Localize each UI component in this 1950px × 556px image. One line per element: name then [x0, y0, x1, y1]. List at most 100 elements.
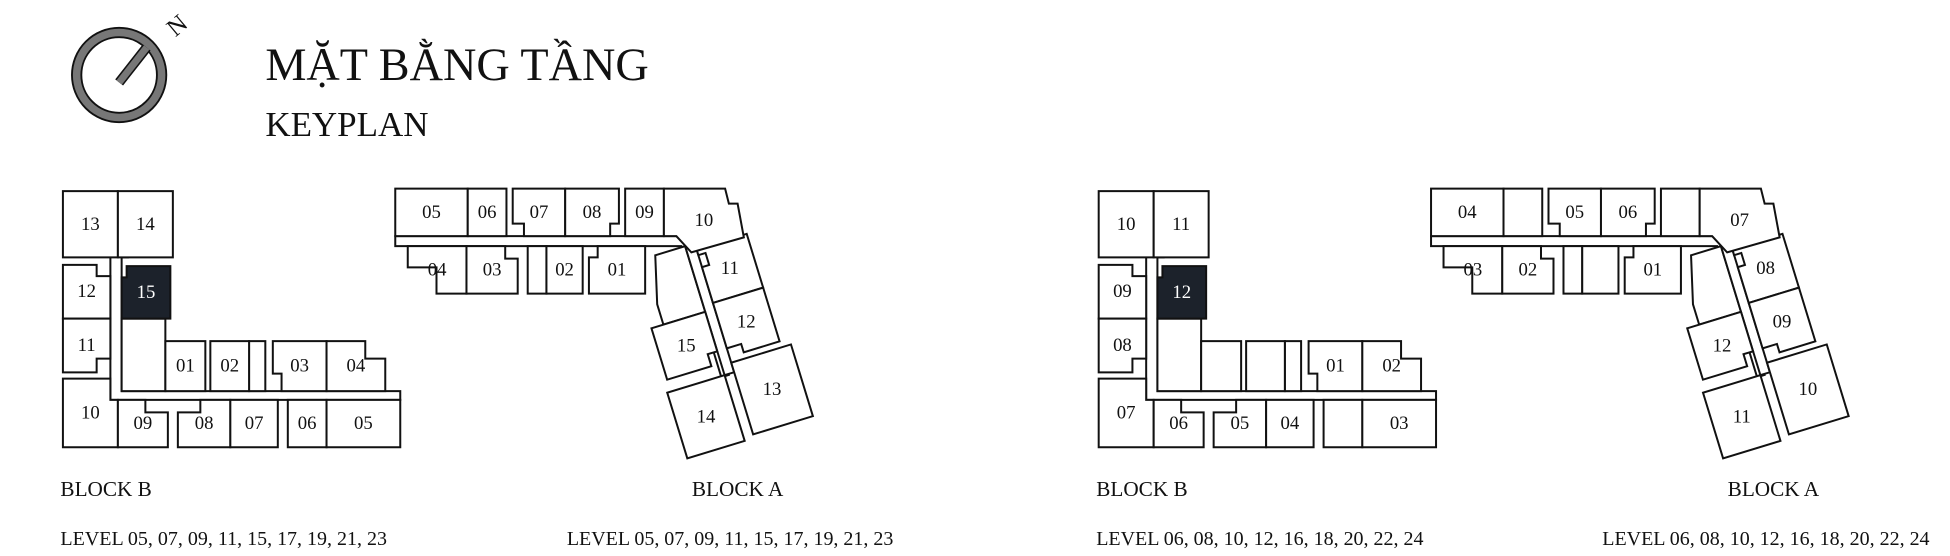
unit-label: 11	[78, 335, 96, 356]
unit-label: 03	[1464, 259, 1483, 280]
unit-label: 10	[81, 402, 100, 423]
unit-a-11[interactable]	[1701, 373, 1782, 460]
unit-label: 07	[1730, 210, 1749, 231]
unit-label: 13	[81, 214, 100, 235]
unit-label: 02	[555, 259, 574, 280]
unit-label: 02	[220, 356, 239, 377]
unit-a-14[interactable]	[665, 373, 746, 460]
unit-label: 11	[1733, 406, 1751, 427]
block-a-levels: LEVEL 06, 08, 10, 12, 16, 18, 20, 22, 24	[1602, 528, 1929, 550]
unit-label: 02	[1519, 259, 1538, 280]
unit-a-10[interactable]	[1765, 343, 1850, 436]
unit-label: 10	[695, 210, 714, 231]
unit-label: 15	[677, 335, 696, 356]
unit-b-blank[interactable]	[1200, 340, 1243, 393]
block-a-label: BLOCK A	[1728, 477, 1820, 501]
unit-b-12[interactable]	[1156, 265, 1208, 320]
unit-a-07[interactable]	[1698, 187, 1781, 254]
unit-a-10[interactable]	[662, 187, 746, 254]
unit-b-blank[interactable]	[1245, 340, 1286, 393]
unit-label: 01	[176, 356, 195, 377]
unit-label: 11	[721, 258, 739, 279]
unit-b-15[interactable]	[120, 265, 172, 320]
unit-label: 08	[1756, 258, 1775, 279]
page-title: MẶT BẰNG TẦNG	[265, 38, 648, 90]
unit-label: 04	[347, 356, 366, 377]
unit-a-blank[interactable]	[526, 245, 548, 295]
unit-b-blank[interactable]	[1322, 398, 1364, 449]
unit-a-01[interactable]	[587, 245, 647, 295]
block-b-label: BLOCK B	[60, 477, 151, 501]
unit-a-09[interactable]	[1747, 286, 1817, 357]
unit-label: 06	[1169, 413, 1188, 434]
unit-label: 14	[697, 406, 716, 427]
unit-b-05[interactable]	[325, 398, 402, 449]
unit-b-14[interactable]	[116, 190, 174, 259]
unit-label: 01	[1326, 356, 1345, 377]
unit-b-11[interactable]	[61, 317, 112, 374]
unit-a-08[interactable]	[564, 187, 620, 238]
unit-a-12[interactable]	[711, 286, 781, 357]
unit-label: 12	[1172, 282, 1191, 303]
unit-a-blank[interactable]	[1659, 187, 1701, 238]
unit-label: 04	[1280, 413, 1299, 434]
unit-label: 13	[763, 379, 782, 400]
unit-b-08[interactable]	[1097, 317, 1148, 374]
unit-b-06[interactable]	[1152, 398, 1205, 449]
unit-label: 05	[422, 202, 441, 223]
corridor	[1283, 340, 1303, 393]
unit-label: 09	[1773, 312, 1792, 333]
unit-b-04[interactable]	[325, 340, 387, 393]
unit-a-15[interactable]	[650, 310, 720, 381]
unit-a-blank[interactable]	[1502, 187, 1544, 238]
unit-label: 06	[478, 202, 497, 223]
block-b-levels: LEVEL 06, 08, 10, 12, 16, 18, 20, 22, 24	[1096, 528, 1423, 550]
unit-label: 04	[1458, 202, 1477, 223]
block-b-levels: LEVEL 05, 07, 09, 11, 15, 17, 19, 21, 23	[60, 528, 387, 550]
page-subtitle: KEYPLAN	[265, 105, 428, 144]
unit-a-06[interactable]	[1599, 187, 1656, 238]
unit-a-03[interactable]	[465, 245, 519, 295]
block-b-label: BLOCK B	[1096, 477, 1187, 501]
block-a-levels: LEVEL 05, 07, 09, 11, 15, 17, 19, 21, 23	[567, 528, 894, 550]
unit-b-03[interactable]	[1361, 398, 1438, 449]
unit-a-02[interactable]	[1501, 245, 1555, 295]
unit-b-02[interactable]	[1361, 340, 1423, 393]
unit-label: 12	[737, 312, 756, 333]
unit-label: 07	[530, 202, 549, 223]
unit-label: 11	[1172, 214, 1190, 235]
unit-a-blank[interactable]	[1581, 245, 1620, 295]
unit-b-01[interactable]	[164, 340, 207, 393]
unit-b-04[interactable]	[1265, 398, 1315, 449]
north-label: N	[162, 10, 193, 42]
unit-a-blank[interactable]	[1562, 245, 1584, 295]
unit-label: 10	[1798, 379, 1817, 400]
unit-b-09[interactable]	[116, 398, 169, 449]
unit-label: 15	[137, 282, 156, 303]
unit-a-12[interactable]	[1685, 310, 1756, 381]
unit-label: 05	[1565, 202, 1584, 223]
unit-label: 09	[1113, 281, 1132, 302]
unit-a-01[interactable]	[1623, 245, 1682, 295]
unit-label: 03	[1390, 413, 1409, 434]
unit-a-11[interactable]	[695, 232, 765, 305]
unit-label: 14	[136, 214, 155, 235]
unit-b-11[interactable]	[1152, 190, 1210, 259]
unit-b-02[interactable]	[209, 340, 251, 393]
unit-a-02[interactable]	[545, 245, 584, 295]
unit-b-07[interactable]	[229, 398, 279, 449]
unit-label: 01	[608, 259, 627, 280]
unit-label: 06	[298, 413, 317, 434]
unit-a-13[interactable]	[729, 343, 815, 436]
unit-label: 10	[1117, 214, 1136, 235]
unit-a-08[interactable]	[1731, 232, 1801, 305]
unit-label: 08	[583, 202, 602, 223]
unit-label: 09	[635, 202, 654, 223]
unit-a-06[interactable]	[466, 187, 508, 238]
unit-label: 03	[290, 356, 309, 377]
